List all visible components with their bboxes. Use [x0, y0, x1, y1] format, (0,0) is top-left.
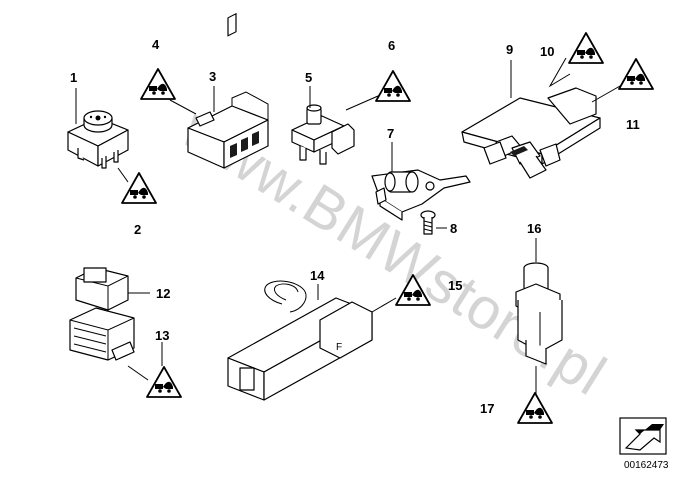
- part-7-bracket-switch: [371, 169, 471, 221]
- part-16-plunger-switch: [515, 262, 563, 365]
- warning-triangle-icon-6: [375, 70, 411, 102]
- warning-triangle-icon-4: [140, 68, 176, 100]
- callout-6: 6: [388, 38, 395, 53]
- callout-9: 9: [506, 42, 513, 57]
- part-14-module: F: [227, 280, 373, 401]
- callout-4: 4: [152, 37, 160, 52]
- part-3-switch-block: [187, 13, 269, 169]
- callout-10: 10: [540, 44, 554, 59]
- callout-7: 7: [387, 126, 394, 141]
- warning-triangle-icon-2: [121, 172, 157, 204]
- callout-11: 11: [626, 117, 640, 132]
- warning-triangle-icon-17: [517, 392, 553, 424]
- reference-arrow-box: [619, 417, 667, 455]
- callout-3: 3: [209, 69, 216, 84]
- callout-1: 1: [70, 70, 77, 85]
- leader-lines: [75, 57, 621, 394]
- callout-2: 2: [134, 222, 141, 237]
- part-1-rotary-switch: [67, 110, 129, 169]
- callout-16: 16: [527, 221, 541, 236]
- reference-number: 00162473: [624, 460, 669, 471]
- part-5-push-switch: [291, 104, 355, 165]
- part-12-13-connector: [69, 267, 135, 361]
- callout-15: 15: [448, 278, 462, 293]
- callout-8: 8: [450, 221, 457, 236]
- callout-13: 13: [155, 328, 169, 343]
- module-f-label: F: [336, 342, 342, 353]
- callout-14: 14: [310, 268, 325, 283]
- part-9-control-unit: [461, 87, 601, 179]
- warning-triangle-icon-10: [568, 32, 604, 64]
- callout-12: 12: [156, 286, 170, 301]
- warning-triangle-icon-11: [618, 58, 654, 90]
- callout-5: 5: [305, 70, 312, 85]
- warning-triangle-icon-13: [146, 366, 182, 398]
- arrow-box-icon: [624, 429, 661, 451]
- part-8-screw: [420, 210, 436, 235]
- callout-17: 17: [480, 401, 494, 416]
